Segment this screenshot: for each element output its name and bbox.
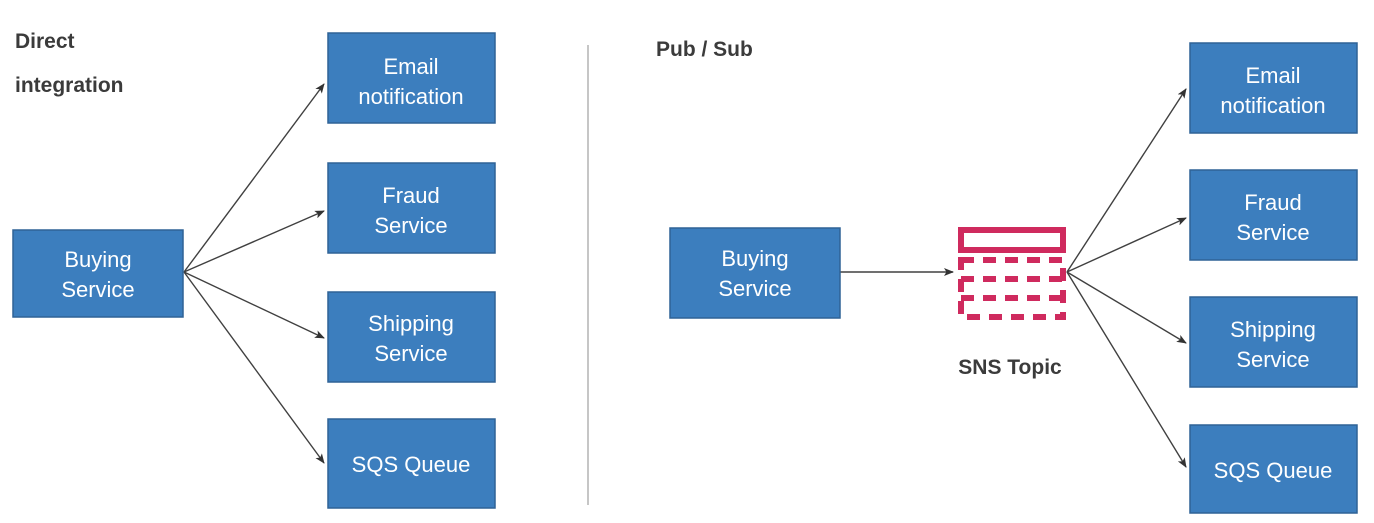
node-fraud-service-pubsub-box[interactable] [1189, 169, 1358, 261]
sns-topic-caption: SNS Topic [958, 356, 1062, 379]
edge-buying-to-fraud [183, 210, 325, 273]
node-sqs-queue-pubsub[interactable]: SQS Queue [1189, 424, 1358, 514]
node-email-notification-pubsub[interactable]: Email notification [1189, 42, 1358, 134]
node-fraud-service-direct-label-line2: Service [374, 213, 447, 238]
node-sqs-queue-direct-label-line1: SQS Queue [352, 452, 471, 477]
node-buying-service-direct[interactable]: Buying Service [12, 229, 184, 318]
node-email-notification-direct-label-line1: Email [383, 54, 438, 79]
node-buying-service-direct-label-line2: Service [61, 277, 134, 302]
node-buying-service-direct-label-line1: Buying [64, 247, 131, 272]
node-shipping-service-direct-label-line1: Shipping [368, 311, 454, 336]
node-buying-service-pubsub-label-line2: Service [718, 276, 791, 301]
edge-buying-to-shipping [183, 271, 325, 339]
node-fraud-service-pubsub[interactable]: Fraud Service [1189, 169, 1358, 261]
node-sqs-queue-pubsub-label-line1: SQS Queue [1214, 458, 1333, 483]
node-email-notification-pubsub-box[interactable] [1189, 42, 1358, 134]
node-fraud-service-direct-label-line1: Fraud [382, 183, 439, 208]
node-sqs-queue-direct-box[interactable] [327, 418, 496, 509]
edge-sns-to-sqs [1066, 271, 1187, 468]
node-fraud-service-direct[interactable]: Fraud Service [327, 162, 496, 254]
node-email-notification-pubsub-label-line1: Email [1245, 63, 1300, 88]
left-panel: Direct integration Buying Service Email … [12, 30, 496, 509]
edge-sns-to-fraud [1066, 217, 1187, 273]
sns-topic-icon[interactable] [958, 227, 1066, 320]
node-shipping-service-direct-box[interactable] [327, 291, 496, 383]
node-shipping-service-direct[interactable]: Shipping Service [327, 291, 496, 383]
node-email-notification-direct-box[interactable] [327, 32, 496, 124]
node-email-notification-pubsub-label-line2: notification [1220, 93, 1325, 118]
node-shipping-service-pubsub-box[interactable] [1189, 296, 1358, 388]
node-sqs-queue-pubsub-box[interactable] [1189, 424, 1358, 514]
node-shipping-service-direct-label-line2: Service [374, 341, 447, 366]
right-panel-edges [1066, 88, 1187, 468]
node-fraud-service-pubsub-label-line2: Service [1236, 220, 1309, 245]
edge-buying-to-email [183, 83, 325, 273]
left-panel-title-line1: Direct [15, 30, 75, 53]
node-fraud-service-pubsub-label-line1: Fraud [1244, 190, 1301, 215]
node-sqs-queue-direct[interactable]: SQS Queue [327, 418, 496, 509]
node-buying-service-direct-box[interactable] [12, 229, 184, 318]
node-buying-service-pubsub-label-line1: Buying [721, 246, 788, 271]
node-shipping-service-pubsub-label-line2: Service [1236, 347, 1309, 372]
node-buying-service-pubsub[interactable]: Buying Service [669, 227, 841, 319]
node-shipping-service-pubsub-label-line1: Shipping [1230, 317, 1316, 342]
left-panel-title-line2: integration [15, 74, 124, 97]
node-buying-service-pubsub-box[interactable] [669, 227, 841, 319]
node-shipping-service-pubsub[interactable]: Shipping Service [1189, 296, 1358, 388]
node-fraud-service-direct-box[interactable] [327, 162, 496, 254]
node-email-notification-direct-label-line2: notification [358, 84, 463, 109]
right-panel-title: Pub / Sub [656, 38, 753, 61]
edge-buying-to-sqs [183, 271, 325, 464]
sns-topic-icon-header-bar [958, 227, 1066, 253]
edge-sns-to-shipping [1066, 271, 1187, 344]
left-panel-edges [183, 83, 325, 464]
right-panel: Pub / Sub Buying Service [656, 38, 1358, 514]
sns-topic-icon-body [958, 257, 1066, 320]
edge-sns-to-email [1066, 88, 1187, 273]
node-email-notification-direct[interactable]: Email notification [327, 32, 496, 124]
